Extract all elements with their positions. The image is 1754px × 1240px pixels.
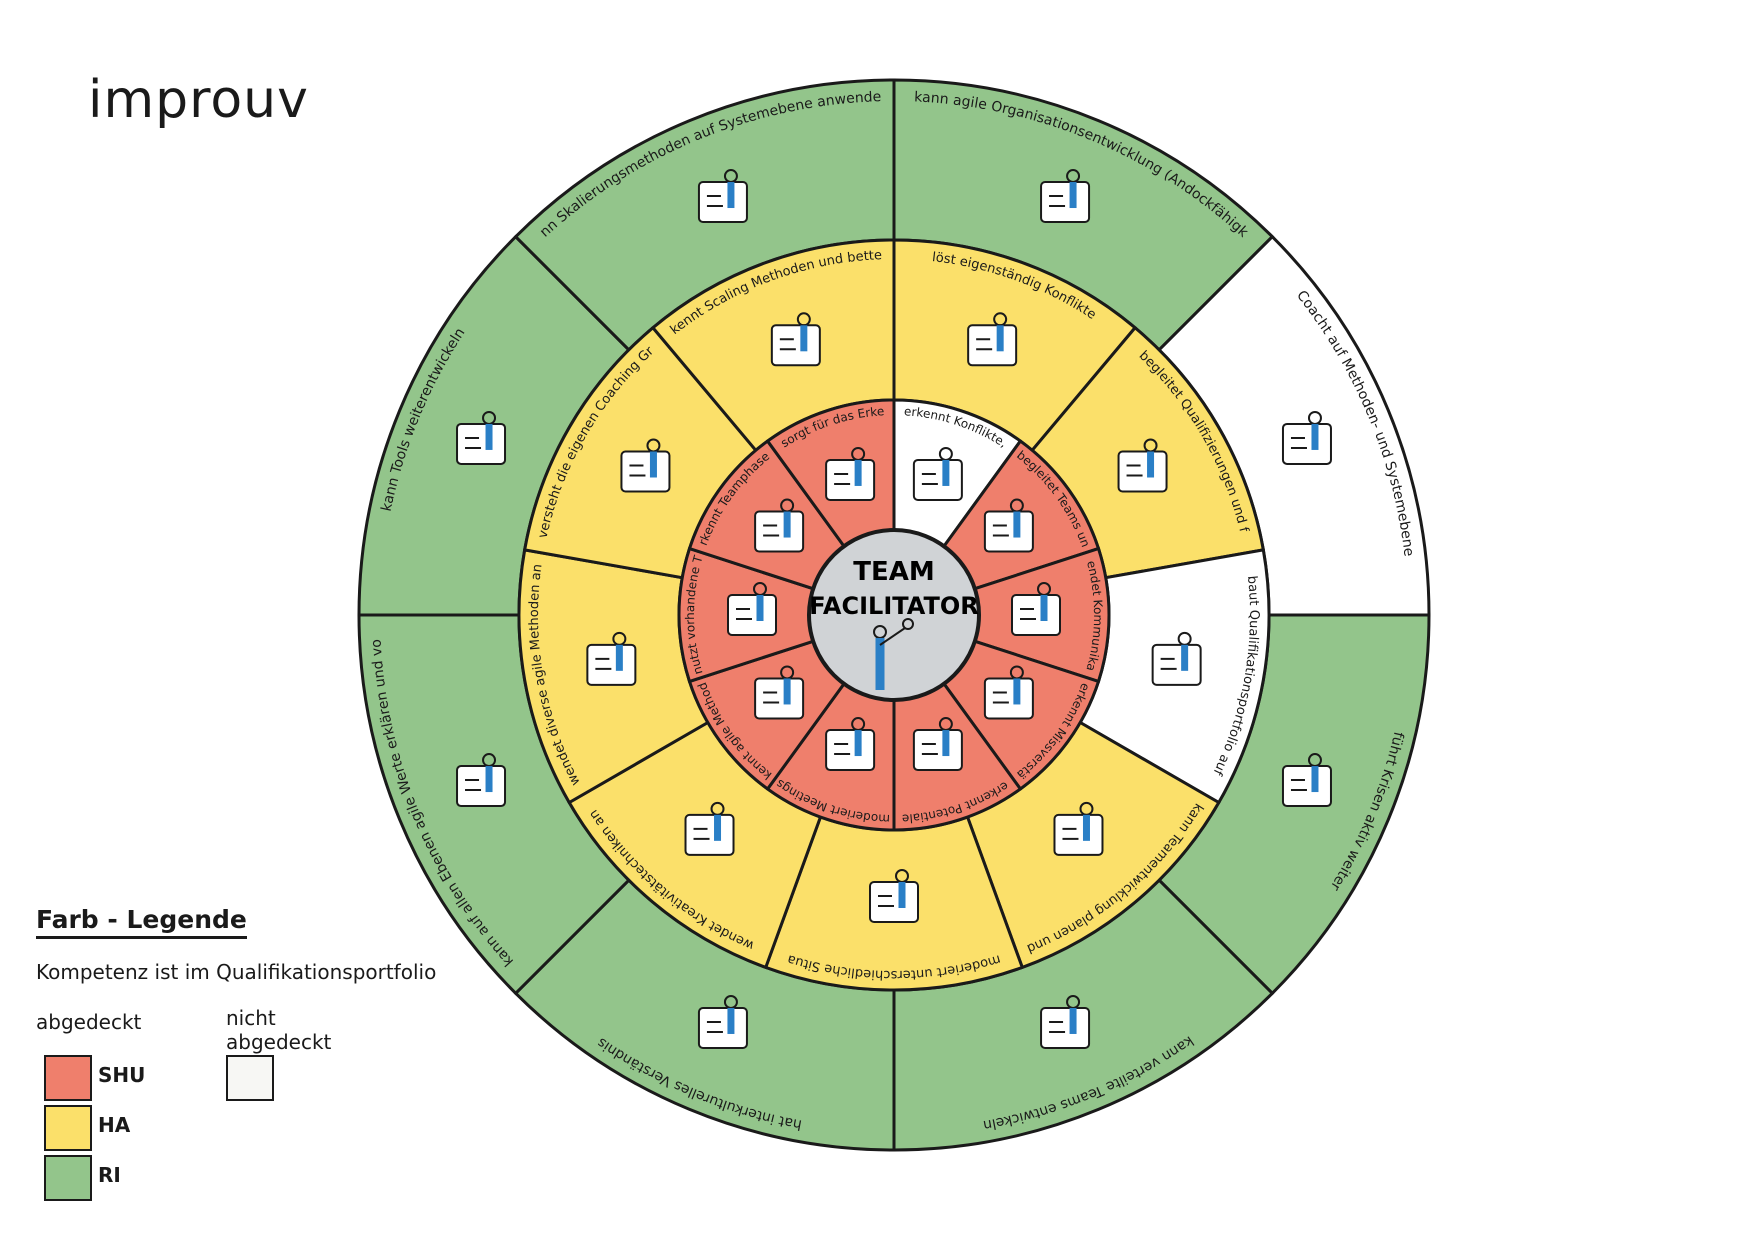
legend-label-shu: SHU bbox=[98, 1063, 146, 1087]
toolbox-icon bbox=[727, 582, 777, 636]
legend-swatch-not-covered bbox=[226, 1055, 274, 1101]
legend-title: Farb - Legende bbox=[36, 905, 247, 939]
lightbulb-magnifier-icon bbox=[967, 312, 1018, 367]
spiral-potential-icon bbox=[912, 717, 963, 772]
tool-wrench-icon bbox=[456, 410, 507, 465]
logo-improuv: improuv bbox=[88, 70, 309, 130]
moderation-scooter-icon bbox=[869, 869, 919, 923]
speech-gear-icon bbox=[1011, 582, 1061, 636]
coaching-cloud-icon bbox=[620, 438, 671, 493]
globe-teams-icon bbox=[1040, 994, 1091, 1049]
legend-label-ri: RI bbox=[98, 1163, 121, 1187]
outer-ring bbox=[357, 78, 1431, 1152]
color-legend: Farb - Legende Kompetenz ist im Qualifik… bbox=[36, 905, 436, 1225]
conflict-figures-icon bbox=[912, 446, 963, 501]
center-hub: TEAM FACILITATOR bbox=[807, 528, 981, 702]
alarm-clock-icon bbox=[754, 498, 805, 553]
value-stream-icon bbox=[770, 312, 821, 367]
agenda-flipchart-icon bbox=[825, 717, 876, 772]
facilitator-figure-icon bbox=[873, 618, 914, 690]
legend-not-covered-label: nicht abgedeckt bbox=[226, 1006, 332, 1054]
portfolio-meeting-icon bbox=[1151, 631, 1202, 686]
impediment-icon bbox=[825, 446, 876, 501]
middle-ring bbox=[517, 238, 1271, 992]
globe-badge-icon bbox=[697, 994, 748, 1049]
legend-covered-label: abgedeckt bbox=[36, 1010, 142, 1034]
legend-swatch-ha bbox=[44, 1105, 92, 1151]
training-figures-icon bbox=[1117, 438, 1168, 493]
creativity-gear-icon bbox=[684, 801, 735, 856]
ladder-icon bbox=[1053, 801, 1104, 856]
system-coaching-icon bbox=[1281, 410, 1332, 465]
crisis-figures-icon bbox=[1281, 753, 1332, 808]
team-walking-icon bbox=[983, 498, 1034, 553]
center-disc bbox=[807, 528, 981, 702]
center-title-line2: FACILITATOR bbox=[809, 592, 978, 620]
legend-label-ha: HA bbox=[98, 1113, 131, 1137]
legend-swatch-ri bbox=[44, 1155, 92, 1201]
center-title-line1: TEAM bbox=[853, 557, 935, 587]
misunderstanding-icon bbox=[983, 665, 1034, 720]
compass-icon bbox=[456, 753, 507, 808]
legend-swatch-shu bbox=[44, 1055, 92, 1101]
scaling-building-icon bbox=[697, 169, 748, 224]
building-spiral-icon bbox=[1040, 169, 1091, 224]
legend-subtitle: Kompetenz ist im Qualifikationsportfolio bbox=[36, 960, 437, 984]
method-juggling-icon bbox=[586, 631, 637, 686]
open-book-icon bbox=[754, 665, 805, 720]
